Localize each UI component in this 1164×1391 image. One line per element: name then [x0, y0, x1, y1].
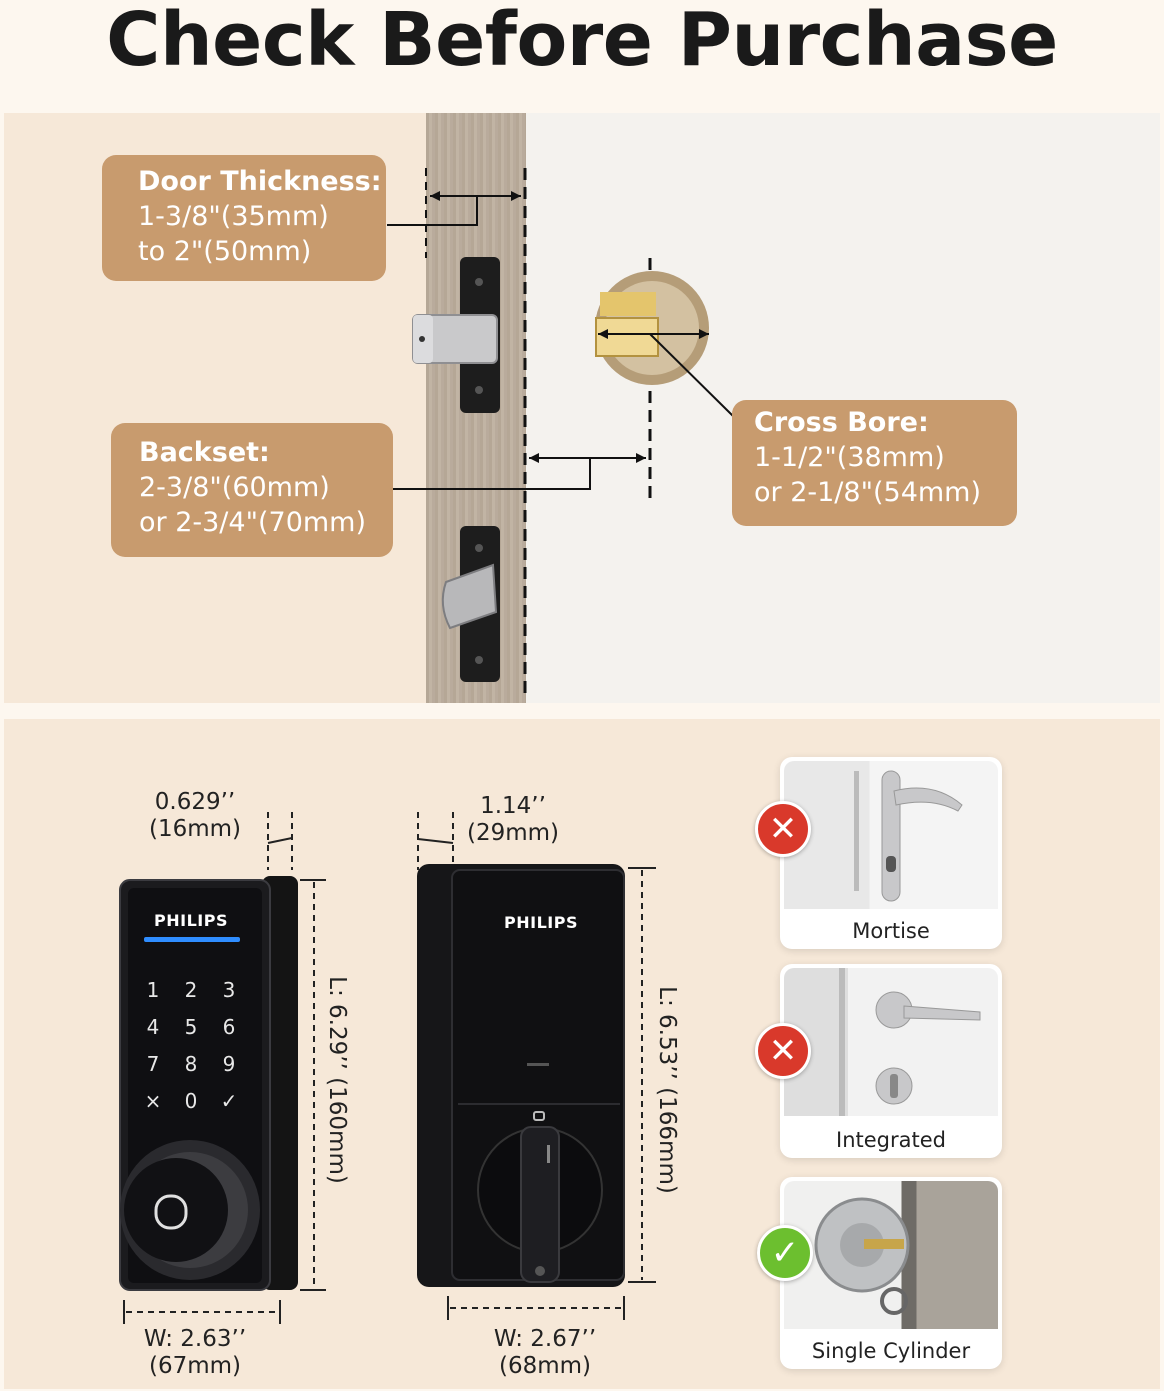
- page-title: Check Before Purchase: [106, 0, 1058, 83]
- check-mark-icon: ✓: [757, 1225, 813, 1281]
- door-thickness-label: Door Thickness:: [138, 166, 382, 197]
- door-thickness-value-1: 1-3/8"(35mm): [138, 201, 329, 232]
- card-label-integrated: Integrated: [836, 1128, 946, 1152]
- backset-value-2: or 2-3/4"(70mm): [139, 507, 367, 538]
- cross-bore-badge: Cross Bore: 1-1/2"(38mm) or 2-1/8"(54mm): [732, 400, 1017, 526]
- back-width-label: W: 2.67’’ (68mm): [493, 1326, 597, 1379]
- key-2[interactable]: 2: [184, 978, 198, 1002]
- front-brand-logo: PHILIPS: [154, 911, 228, 930]
- back-depth-label: 1.14’’ (29mm): [466, 793, 560, 846]
- key-5[interactable]: 5: [184, 1015, 198, 1039]
- key-0[interactable]: 0: [184, 1089, 198, 1113]
- thumb-turn-handle: [520, 1126, 560, 1283]
- mortise-photo: [784, 761, 998, 909]
- x-mark-icon: ✕: [755, 801, 811, 857]
- card-integrated: Integrated: [780, 964, 1002, 1158]
- cross-bore-value-2: or 2-1/8"(54mm): [754, 477, 982, 508]
- card-mortise: Mortise: [780, 757, 1002, 949]
- card-label-single-cylinder: Single Cylinder: [811, 1339, 971, 1363]
- status-light: [144, 937, 240, 942]
- key-8[interactable]: 8: [184, 1052, 198, 1076]
- card-label-mortise: Mortise: [852, 919, 930, 943]
- door-diagram-drawing: [387, 168, 734, 700]
- integrated-lock-icon: [839, 968, 981, 1116]
- x-mark-icon: ✕: [755, 1023, 811, 1079]
- key-9[interactable]: 9: [222, 1052, 236, 1076]
- front-width-label: W: 2.63’’ (67mm): [143, 1326, 247, 1379]
- single-cylinder-lock-icon: [814, 1197, 910, 1315]
- back-brand-logo: PHILIPS: [504, 913, 578, 932]
- single-cylinder-photo: [784, 1181, 998, 1329]
- card-single-cylinder: Single Cylinder: [780, 1177, 1002, 1369]
- back-length-label: L: 6.53’’ (166mm): [654, 986, 680, 1194]
- lock-drawings: [119, 812, 656, 1324]
- latch: [441, 563, 498, 630]
- mortise-lock-icon: [854, 770, 963, 902]
- key-7[interactable]: 7: [146, 1052, 160, 1076]
- key-6[interactable]: 6: [222, 1015, 236, 1039]
- backset-badge: Backset: 2-3/8"(60mm) or 2-3/4"(70mm): [111, 423, 393, 557]
- key-cancel[interactable]: ×: [144, 1089, 162, 1113]
- key-3[interactable]: 3: [222, 978, 236, 1002]
- cross-bore-value-1: 1-1/2"(38mm): [754, 442, 945, 473]
- keypad: 1 2 3 4 5 6 7 8 9 × 0 ✓: [134, 978, 248, 1113]
- door-thickness-value-2: to 2"(50mm): [138, 236, 312, 267]
- backset-value-1: 2-3/8"(60mm): [139, 472, 330, 503]
- backset-label: Backset:: [139, 437, 270, 468]
- door-thickness-badge: Door Thickness: 1-3/8"(35mm) to 2"(50mm): [102, 155, 386, 281]
- key-1[interactable]: 1: [146, 978, 160, 1002]
- front-depth-label: 0.629’’ (16mm): [148, 789, 242, 842]
- integrated-photo: [784, 968, 998, 1116]
- front-length-label: L: 6.29’’ (160mm): [324, 976, 350, 1184]
- key-4[interactable]: 4: [146, 1015, 160, 1039]
- key-confirm[interactable]: ✓: [220, 1089, 238, 1113]
- cross-bore-label: Cross Bore:: [754, 407, 929, 438]
